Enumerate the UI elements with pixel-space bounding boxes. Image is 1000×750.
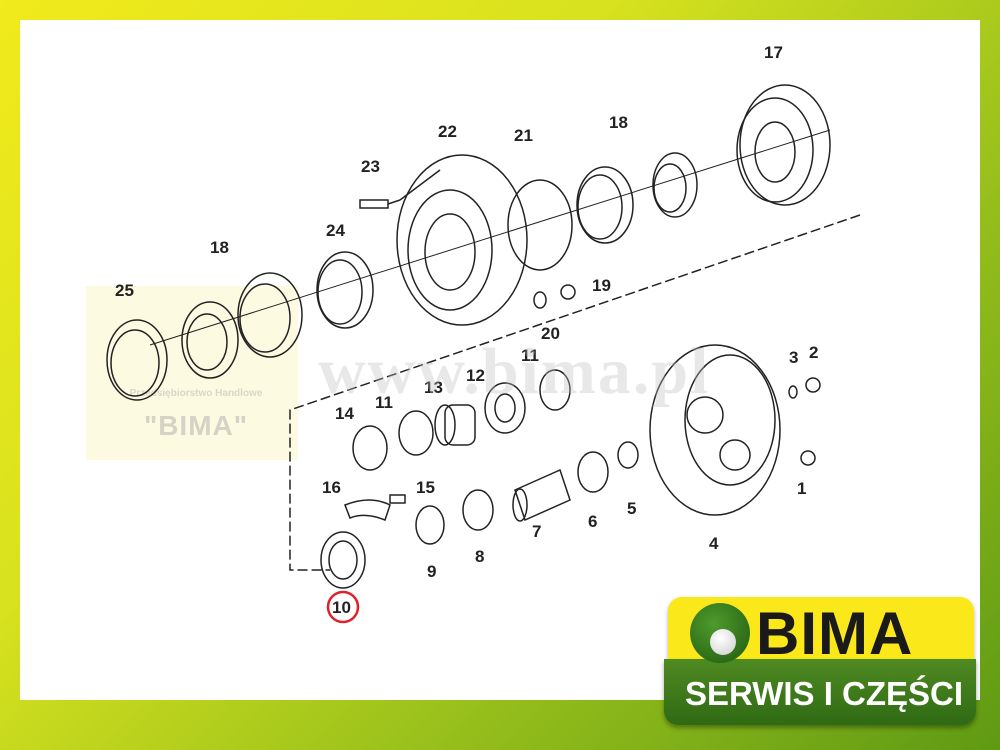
label-25: 25: [115, 281, 134, 300]
part-19-bolt: [560, 284, 576, 300]
part-25-nut-ring: [106, 319, 168, 401]
logo-tagline: SERWIS I CZĘŚCI: [684, 675, 964, 712]
label-17: 17: [764, 43, 783, 62]
logo-dot: [710, 629, 736, 655]
watermark-company-name: "BIMA": [143, 410, 249, 441]
label-8: 8: [475, 547, 484, 566]
part-24-ring: [316, 251, 374, 329]
part-1-bolt: [800, 450, 816, 466]
label-18b: 18: [210, 238, 229, 257]
label-11: 11: [521, 346, 539, 365]
part-3-ring: [788, 385, 798, 399]
part-21-gasket: [507, 179, 573, 271]
label-1: 1: [797, 479, 806, 498]
label-19: 19: [592, 276, 611, 295]
part-4-planet-carrier: [649, 344, 781, 516]
part-18-bearing-right: [576, 152, 698, 244]
watermark-company-line: Przedsiębiorstwo Handlowe: [129, 388, 263, 399]
label-2: 2: [809, 343, 818, 362]
label-24: 24: [326, 221, 345, 240]
label-12: 12: [466, 366, 485, 385]
part-2-plug: [805, 377, 821, 393]
logo-ball-icon: [690, 603, 750, 663]
part-13-needle-bearing: [434, 404, 476, 446]
part-11-circlip-right: [539, 369, 571, 411]
label-14: 14: [335, 404, 354, 423]
label-5: 5: [627, 499, 636, 518]
part-9-washer: [415, 505, 445, 545]
label-21: 21: [514, 126, 533, 145]
logo-bottom-band: [664, 659, 976, 725]
label-11b: 11: [375, 393, 393, 412]
part-18-bearing-left: [181, 272, 303, 379]
label-18: 18: [609, 113, 628, 132]
part-14-circlip: [352, 425, 388, 471]
part-11-circlip-left: [398, 410, 434, 456]
label-10-highlighted: 10: [332, 598, 351, 617]
main-axis-line: [149, 129, 831, 346]
label-7: 7: [532, 522, 541, 541]
highlight-circle: [326, 590, 360, 624]
part-8-ring: [462, 489, 494, 531]
label-16: 16: [322, 478, 341, 497]
label-20: 20: [541, 324, 560, 343]
part-7-shaft: [512, 468, 571, 522]
logo-name: BIMA: [756, 600, 914, 667]
label-4: 4: [709, 534, 719, 553]
part-22-flange-hub: [396, 154, 528, 326]
bima-logo: BIMA SERWIS I CZĘŚCI: [664, 597, 976, 727]
watermark-url: www.bima.pl: [318, 335, 711, 408]
label-13: 13: [424, 378, 443, 397]
label-9: 9: [427, 562, 436, 581]
assembly-axis-line: [289, 214, 861, 571]
part-12-planet-gear: [484, 382, 526, 434]
part-10-nut: [320, 531, 366, 589]
label-23: 23: [361, 157, 380, 176]
part-15-screw: [389, 494, 406, 504]
part-6-circlip: [577, 451, 609, 493]
part-5-washer: [617, 441, 639, 469]
part-17-bearing-housing: [736, 84, 831, 206]
part-23-bolt: [359, 199, 401, 209]
label-15: 15: [416, 478, 435, 497]
label-6: 6: [588, 512, 597, 531]
label-3: 3: [789, 348, 798, 367]
part-20-washer: [533, 291, 547, 309]
watermark-box: [86, 286, 298, 460]
part-16-lock-plate: [344, 499, 391, 521]
label-22: 22: [438, 122, 457, 141]
